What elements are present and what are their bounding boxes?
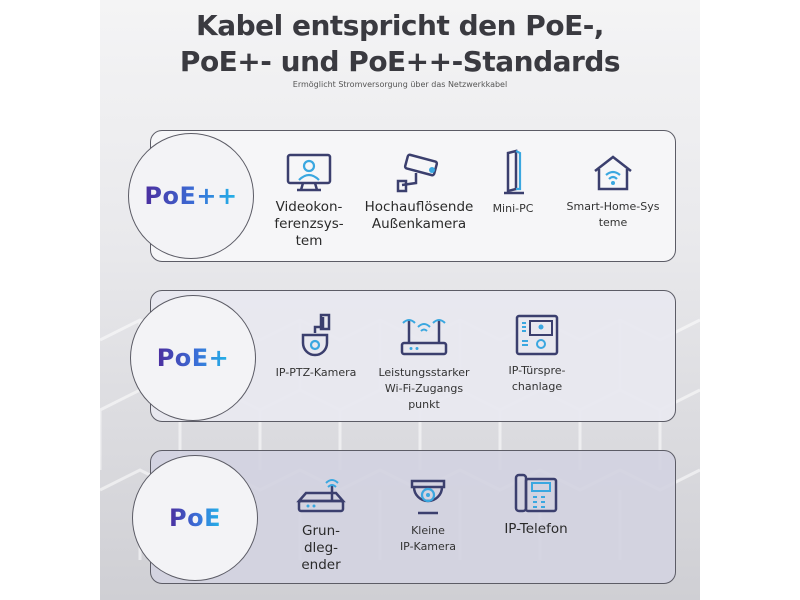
- tier-badge-circle: PoE: [132, 455, 258, 581]
- infographic-canvas: Kabel entspricht den PoE-, PoE+- und PoE…: [100, 0, 700, 600]
- tier-badge: PoE+: [156, 344, 230, 372]
- device-label: Mini-PC: [492, 202, 534, 215]
- device-item: IP-Telefon: [491, 471, 581, 538]
- device-item: Mini-PC: [483, 149, 543, 217]
- device-item: Videokon- ferenzsys- tem: [269, 153, 349, 250]
- basic-router-icon: [296, 479, 346, 513]
- tier-badge-circle: PoE+: [130, 295, 256, 421]
- device-item: IP-Türspre- chanlage: [487, 313, 587, 395]
- smart-home-icon: [594, 155, 632, 191]
- ip-phone-icon: [514, 473, 558, 513]
- device-label: IP-PTZ-Kamera: [275, 366, 357, 379]
- device-label: Videokon- ferenzsys- tem: [274, 199, 344, 249]
- device-item: Hochauflösende Außenkamera: [349, 153, 489, 233]
- tier-badge: PoE++: [144, 182, 238, 210]
- page-subtitle: Ermöglicht Stromversorgung über das Netz…: [292, 80, 508, 89]
- device-label: Hochauflösende Außenkamera: [364, 199, 474, 232]
- device-item: Smart-Home-Sys teme: [555, 153, 671, 231]
- door-intercom-icon: [515, 314, 559, 356]
- device-item: Leistungsstarker Wi-Fi-Zugangs punkt: [369, 313, 479, 413]
- tier-badge-circle: PoE++: [128, 133, 254, 259]
- device-label: Leistungsstarker Wi-Fi-Zugangs punkt: [378, 366, 470, 411]
- device-item: IP-PTZ-Kamera: [271, 313, 361, 381]
- title-line-2: PoE+- und PoE++-Standards: [179, 45, 621, 78]
- title-line-1: Kabel entspricht den PoE-,: [196, 9, 604, 42]
- ptz-camera-icon: [301, 313, 331, 357]
- device-label: Kleine IP-Kamera: [399, 524, 457, 553]
- outdoor-camera-icon: [396, 153, 439, 193]
- mini-pc-icon: [504, 149, 524, 195]
- device-label: Grun- dleg- ender: [301, 523, 341, 573]
- video-conference-icon: [286, 153, 332, 192]
- device-label: Smart-Home-Sys teme: [566, 200, 660, 229]
- wifi-router-icon: [400, 319, 448, 356]
- device-item: Grun- dleg- ender: [281, 473, 361, 574]
- device-label: IP-Telefon: [504, 521, 568, 537]
- page-title: Kabel entspricht den PoE-, PoE+- und PoE…: [100, 8, 700, 80]
- tier-badge: PoE: [169, 504, 221, 532]
- dome-camera-icon: [410, 479, 446, 515]
- device-item: Kleine IP-Kamera: [383, 473, 473, 555]
- device-label: IP-Türspre- chanlage: [508, 364, 566, 393]
